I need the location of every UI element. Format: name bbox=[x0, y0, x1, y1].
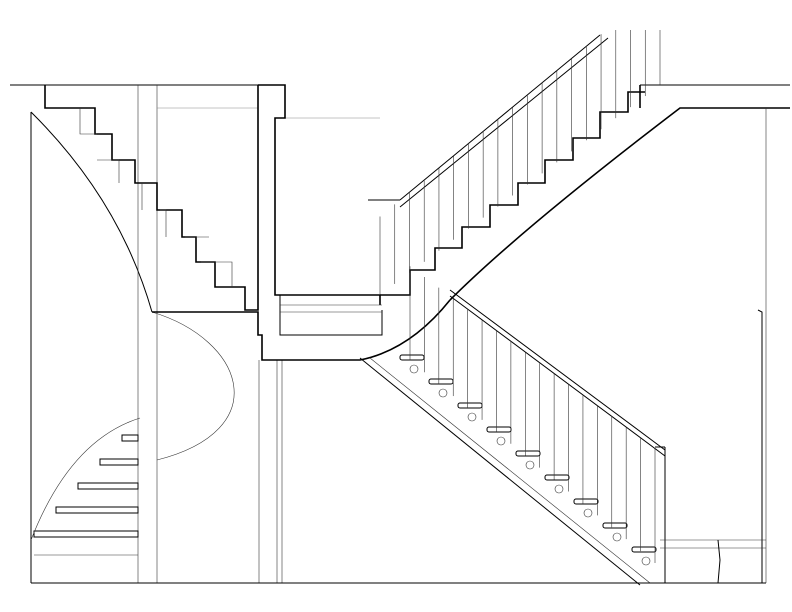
step-tread bbox=[544, 474, 570, 481]
curved-step-tread bbox=[55, 506, 139, 514]
upper-right-flight bbox=[368, 34, 790, 301]
step-scroll bbox=[525, 460, 535, 470]
step-scroll bbox=[496, 436, 506, 446]
left-curved-steps bbox=[33, 434, 139, 556]
step-scroll bbox=[554, 484, 564, 494]
step-tread bbox=[631, 546, 657, 553]
upper-left-flight bbox=[44, 84, 381, 311]
step-scroll bbox=[641, 556, 651, 566]
lower-right-flight bbox=[359, 289, 666, 586]
step-scroll bbox=[612, 532, 622, 542]
step-tread bbox=[457, 402, 483, 409]
lower-right-steps bbox=[399, 354, 657, 566]
right-wall bbox=[660, 108, 767, 584]
left-curved-rail bbox=[30, 417, 141, 541]
step-scroll bbox=[409, 364, 419, 374]
step-scroll bbox=[467, 412, 477, 422]
column-lines bbox=[137, 85, 380, 583]
curved-step-tread bbox=[77, 482, 139, 490]
step-tread bbox=[486, 426, 512, 433]
left-curved-wall bbox=[30, 111, 235, 583]
step-scroll bbox=[583, 508, 593, 518]
curved-step-tread bbox=[33, 530, 139, 538]
step-tread bbox=[428, 378, 454, 385]
curved-step-tread bbox=[121, 434, 139, 442]
step-tread bbox=[515, 450, 541, 457]
landing-beam bbox=[152, 295, 451, 361]
step-tread bbox=[399, 354, 425, 361]
curved-step-tread bbox=[99, 458, 139, 466]
step-tread bbox=[573, 498, 599, 505]
step-tread bbox=[602, 522, 628, 529]
step-scroll bbox=[438, 388, 448, 398]
upper-right-balusters bbox=[379, 30, 661, 295]
lower-right-balusters bbox=[409, 266, 656, 564]
